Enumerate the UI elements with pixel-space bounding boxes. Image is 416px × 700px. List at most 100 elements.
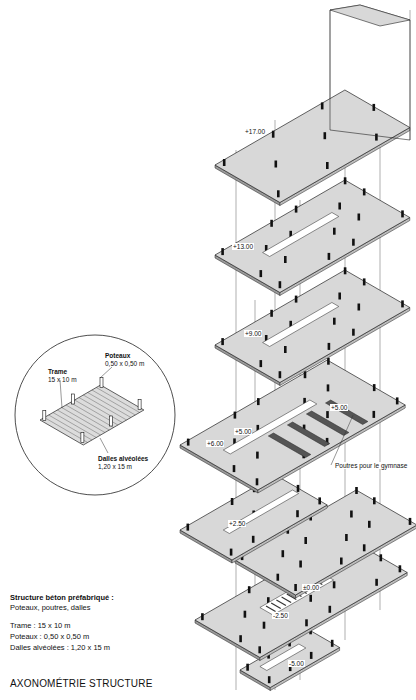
column	[329, 606, 332, 613]
column	[373, 104, 376, 111]
ramp	[263, 303, 339, 347]
column	[138, 400, 141, 410]
hollow-core-joint	[92, 390, 135, 415]
column	[256, 478, 259, 485]
legend-heading: Structure béton préfabriqué :	[10, 594, 114, 602]
hollow-core-joint	[79, 398, 122, 423]
column	[246, 664, 249, 671]
column	[401, 300, 404, 307]
column	[294, 584, 297, 591]
ramp	[287, 422, 329, 447]
column	[297, 485, 300, 492]
roof-slab	[330, 5, 410, 26]
column	[375, 134, 378, 141]
column	[270, 220, 273, 227]
column	[257, 398, 260, 405]
column	[375, 579, 378, 586]
hollow-core-joint	[83, 395, 126, 420]
detail-circle	[15, 335, 175, 495]
column	[326, 162, 329, 169]
column	[328, 343, 331, 350]
column	[310, 652, 313, 659]
hollow-core-joint	[75, 400, 118, 425]
column	[352, 239, 355, 246]
column	[110, 416, 113, 426]
hollow-core-joint	[44, 418, 87, 443]
floor-slab	[215, 180, 410, 293]
column	[396, 397, 399, 404]
level-mark: +9.00	[244, 330, 262, 337]
level-mark: +17.00	[244, 128, 266, 135]
column	[258, 646, 261, 653]
stair-step	[266, 606, 276, 612]
column	[344, 267, 347, 274]
column	[345, 534, 348, 541]
column	[331, 640, 334, 647]
column	[399, 565, 402, 572]
hollow-core-joint	[88, 393, 131, 418]
callout-note: Poutres pour le gymnase	[334, 462, 408, 469]
column	[277, 190, 280, 197]
level-mark: ±0.00	[302, 584, 320, 591]
hollow-core-joint	[49, 415, 92, 440]
column	[409, 518, 412, 525]
column	[373, 497, 376, 504]
ramp	[306, 411, 349, 436]
tower-outline	[330, 5, 410, 140]
column	[221, 248, 224, 255]
column	[100, 378, 103, 388]
level-mark: +5.00	[330, 404, 348, 411]
leader-line	[100, 367, 112, 378]
detail-label: Trame	[48, 368, 67, 375]
column	[324, 132, 327, 139]
column	[272, 131, 275, 138]
column	[284, 256, 287, 263]
column	[268, 676, 271, 683]
column	[260, 360, 263, 367]
legend-text: Dalles alvéolées : 1,20 x 15 m	[10, 644, 110, 652]
column	[248, 586, 251, 593]
column	[321, 102, 324, 109]
column	[295, 206, 298, 213]
stair-step	[271, 603, 281, 609]
level-mark: +5.00	[234, 428, 252, 435]
column	[340, 558, 343, 565]
column	[368, 521, 371, 528]
column	[221, 338, 224, 345]
detail-value: 1,20 x 15 m	[98, 463, 132, 470]
hollow-core-joint	[53, 413, 96, 438]
level-mark: +13.00	[232, 243, 254, 250]
column	[333, 581, 336, 588]
hollow-core-joint	[62, 408, 105, 433]
detail-label: Poteaux	[105, 352, 130, 359]
column	[373, 411, 376, 418]
column	[277, 574, 280, 581]
column	[363, 188, 366, 195]
column	[358, 214, 361, 221]
leader-line	[331, 415, 353, 465]
column	[328, 253, 331, 260]
column	[223, 159, 226, 166]
ramp	[223, 490, 298, 534]
column	[239, 635, 242, 642]
detail-value: 15 x 10 m	[48, 376, 77, 383]
legend-text: Poteaux, poutres, dalles	[10, 604, 90, 612]
column	[233, 465, 236, 472]
column	[260, 270, 263, 277]
column	[326, 411, 329, 418]
column	[327, 358, 330, 365]
ramp	[223, 400, 316, 454]
hollow-core-joint	[70, 403, 113, 428]
floor-slab	[215, 90, 410, 203]
column	[234, 412, 237, 419]
column	[299, 561, 302, 568]
column	[43, 411, 46, 421]
column	[263, 622, 266, 629]
floor-slab	[215, 270, 410, 383]
column	[244, 611, 247, 618]
column	[350, 511, 353, 518]
stair-step	[276, 600, 286, 606]
level-mark: +6.00	[206, 440, 224, 447]
column	[358, 304, 361, 311]
